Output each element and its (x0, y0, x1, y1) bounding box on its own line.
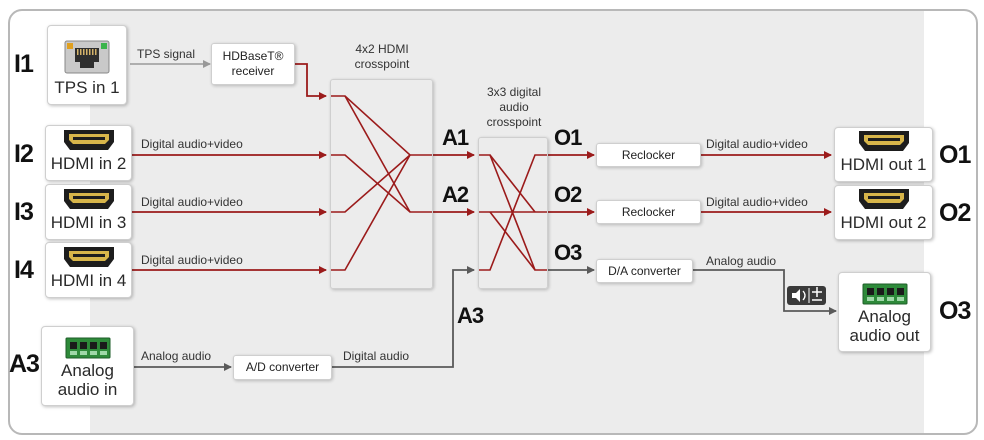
port-a1: A1 (442, 125, 469, 150)
hdmi-port-icon (858, 189, 909, 209)
reclocker-1-box: Reclocker (596, 143, 701, 167)
terminal-block-icon (862, 283, 907, 305)
rj45-port-icon (64, 40, 110, 74)
analog-audio-in-line2: audio in (57, 380, 118, 399)
da-converter-box: D/A converter (596, 259, 693, 283)
hdmi-in-3-box: HDMI in 3 (45, 184, 132, 240)
analog-audio-out-line1: Analog (858, 307, 911, 326)
hdmi-crosspoint-block (330, 79, 433, 289)
out1-signal-label: Digital audio+video (706, 137, 808, 151)
hdmi-out-1-box: HDMI out 1 (834, 127, 933, 182)
hdmi-in-2-label: HDMI in 2 (50, 154, 127, 173)
input-id-i1: I1 (14, 50, 34, 78)
port-o3: O3 (554, 240, 582, 265)
hdmi-crosspoint-line2: crosspoint (354, 57, 410, 71)
hdmi-crosspoint-line1: 4x2 HDMI (355, 42, 409, 56)
hdbaset-line1: HDBaseT® (222, 49, 284, 63)
input-id-i3: I3 (14, 198, 34, 226)
ad-converter-label: A/D converter (245, 360, 320, 374)
input-id-i2: I2 (14, 140, 34, 168)
in3-signal-label: Digital audio+video (141, 195, 243, 209)
audio-crosspoint-lines (478, 154, 548, 271)
tps-signal-label: TPS signal (137, 47, 196, 61)
digital-audio-wire (332, 266, 475, 368)
hdmi-out-2-box: HDMI out 2 (834, 185, 933, 240)
output-id-o1: O1 (939, 141, 971, 169)
digital-audio-signal-label: Digital audio (343, 349, 410, 363)
tps-in-1-label: TPS in 1 (54, 78, 120, 97)
hdbaset-receiver-box: HDBaseT® receiver (211, 43, 295, 85)
audio-crosspoint-block (478, 137, 548, 289)
audio-crosspoint-caption: 3x3 digital audio crosspoint (468, 85, 560, 130)
analog-out-signal-label: Analog audio (706, 254, 777, 268)
hdmi-in-4-label: HDMI in 4 (50, 271, 127, 290)
reclocker-2-label: Reclocker (621, 204, 676, 219)
port-a2: A2 (442, 182, 469, 207)
audio-crosspoint-line3: crosspoint (486, 115, 542, 129)
output-id-o2: O2 (939, 199, 971, 227)
port-o2: O2 (554, 182, 582, 207)
hdmi-port-icon (63, 130, 114, 150)
hdmi-in-3-label: HDMI in 3 (50, 213, 127, 232)
analog-audio-in-box: Analog audio in (41, 326, 134, 406)
hdmi-port-icon (63, 189, 114, 209)
da-converter-label: D/A converter (608, 263, 681, 278)
audio-crosspoint-line2: audio (499, 100, 529, 114)
in4-signal-label: Digital audio+video (141, 253, 243, 267)
analog-audio-in-label: Analog audio in (58, 361, 118, 405)
port-a3: A3 (457, 303, 484, 328)
in2-signal-label: Digital audio+video (141, 137, 243, 151)
reclocker-1-label: Reclocker (621, 147, 676, 162)
ad-converter-box: A/D converter (233, 355, 332, 380)
tps-in-1-box: TPS in 1 (47, 25, 127, 105)
reclocker-2-box: Reclocker (596, 200, 701, 224)
hdmi-in-4-box: HDMI in 4 (45, 242, 132, 298)
hdmi-port-icon (63, 247, 114, 267)
volume-icon (787, 286, 826, 305)
hdmi-port-icon (858, 131, 909, 151)
hdmi-out-2-label: HDMI out 2 (840, 213, 927, 232)
audio-crosspoint-line1: 3x3 digital (486, 85, 542, 99)
analog-audio-out-line2: audio out (849, 326, 920, 345)
hdbaset-line2: receiver (231, 64, 275, 78)
hdbaset-wire (294, 63, 327, 100)
analog-audio-in-line1: Analog (61, 361, 114, 380)
hdmi-crosspoint-lines (330, 95, 433, 271)
analog-in-signal-label: Analog audio (141, 349, 212, 363)
hdmi-crosspoint-caption: 4x2 HDMI crosspoint (332, 42, 432, 72)
analog-out-wire (692, 269, 837, 315)
input-id-i4: I4 (14, 256, 34, 284)
hdmi-in-2-box: HDMI in 2 (45, 125, 132, 181)
output-id-o3: O3 (939, 297, 971, 325)
terminal-block-icon (65, 337, 110, 359)
input-id-a3: A3 (9, 350, 40, 378)
out2-signal-label: Digital audio+video (706, 195, 808, 209)
analog-audio-out-box: Analog audio out (838, 272, 931, 352)
analog-audio-out-label: Analog audio out (850, 307, 920, 351)
port-o1: O1 (554, 125, 582, 150)
hdmi-out-1-label: HDMI out 1 (840, 155, 927, 174)
